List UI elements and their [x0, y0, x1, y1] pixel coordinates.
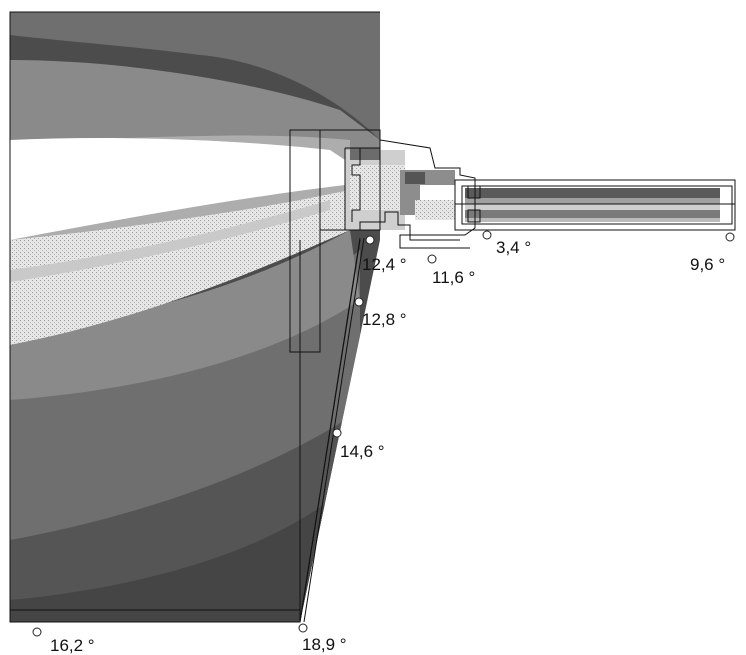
label-12-8: 12,8 ° — [362, 310, 407, 329]
insulation-block — [289, 129, 321, 353]
frame-band-speckle-2 — [415, 200, 460, 220]
glazing-spacer-1 — [467, 185, 481, 199]
marker-3-4 — [482, 230, 492, 240]
frame-profile-1 — [345, 139, 476, 249]
marker-16-2 — [32, 627, 42, 637]
frame-profile-3 — [351, 148, 361, 222]
band-light-stripe — [10, 200, 330, 282]
frame-profile-2 — [344, 148, 460, 241]
glazing-spacer-2 — [467, 209, 481, 223]
construction-outlines — [9, 11, 736, 623]
glazing-temperature-field — [455, 183, 735, 228]
band-mid-upper — [10, 60, 380, 150]
marker-18-9 — [298, 623, 308, 633]
frame-temperature-field — [345, 148, 460, 230]
glazing-band-2 — [465, 198, 720, 204]
glazing-band-1 — [465, 188, 720, 198]
wall-slope-line — [299, 237, 361, 623]
marker-12-8 — [354, 297, 364, 307]
label-11-6: 11,6 ° — [432, 268, 475, 287]
band-dark-upper — [10, 12, 380, 140]
band-white-core — [10, 138, 345, 240]
glazing-band-4 — [465, 210, 720, 218]
label-14-6: 14,6 ° — [340, 442, 385, 461]
label-9-6: 9,6 ° — [690, 255, 725, 274]
frame-band-speckle — [350, 165, 405, 210]
glazing-band-5 — [465, 218, 720, 222]
marker-14-6 — [332, 428, 342, 438]
temperature-points: 12,4 ° 11,6 ° 3,4 ° 9,6 ° 12,8 ° 14,6 ° … — [32, 230, 735, 655]
label-3-4: 3,4 ° — [496, 238, 531, 257]
label-16-2: 16,2 ° — [50, 636, 95, 655]
frame-band-dark-top — [350, 148, 380, 160]
glazing-frame-inner — [461, 185, 733, 225]
band-speckled — [10, 190, 350, 345]
marker-11-6 — [427, 254, 437, 264]
glazing-band-3 — [465, 204, 720, 210]
glazing-frame-outer — [454, 179, 736, 231]
band-darkest-corner — [10, 500, 330, 622]
label-12-4: 12,4 ° — [362, 255, 407, 274]
frame-band-darker — [405, 172, 425, 184]
frame-band-white — [420, 185, 460, 200]
marker-9-6 — [725, 232, 735, 242]
marker-12-4 — [365, 235, 375, 245]
wall-temperature-field — [10, 12, 380, 622]
label-18-9: 18,9 ° — [302, 635, 347, 654]
band-mid-lower — [10, 230, 360, 400]
